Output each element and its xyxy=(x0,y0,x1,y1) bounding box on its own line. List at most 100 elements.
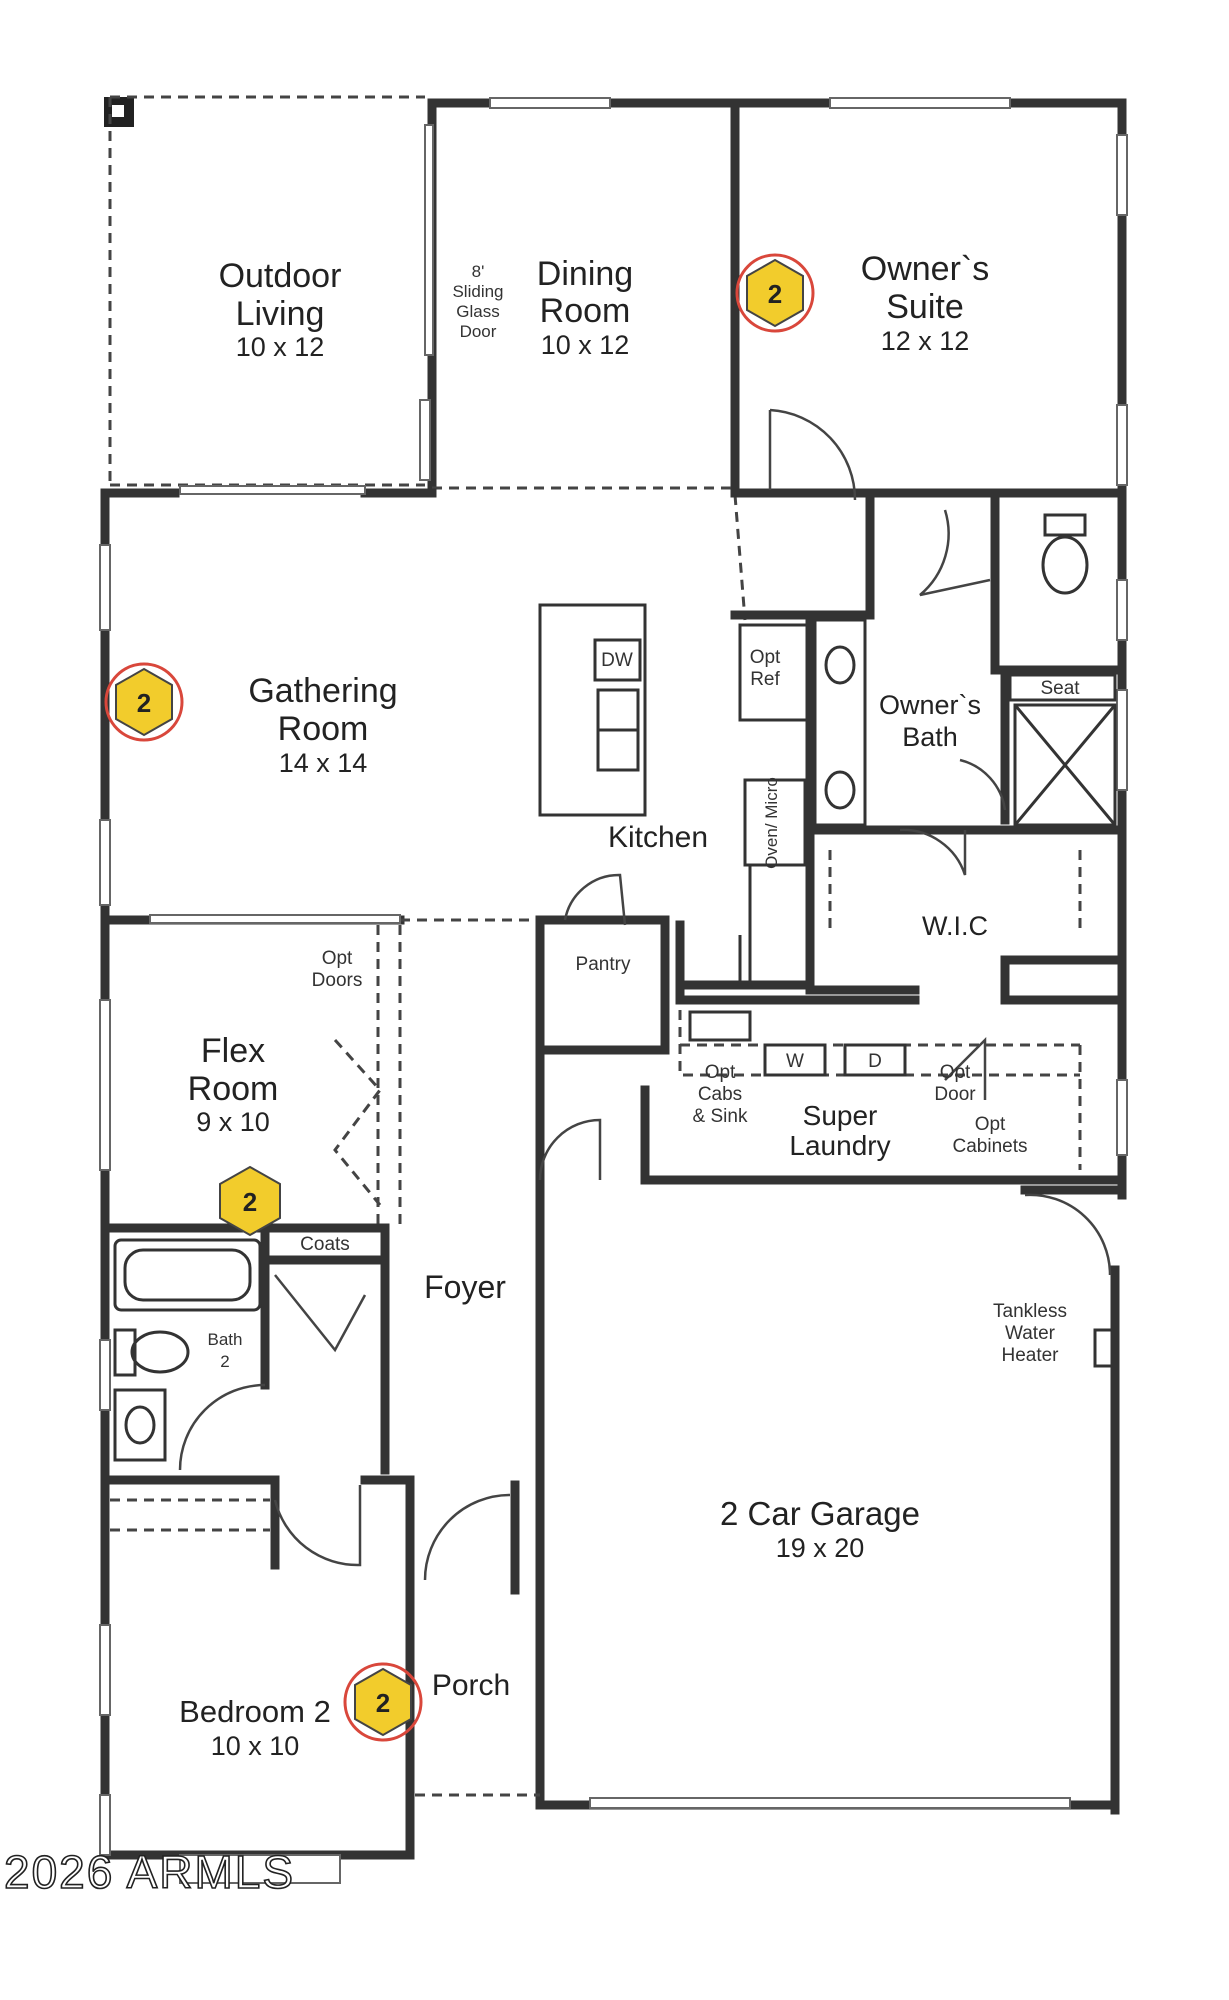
coat-closet-door xyxy=(274,1274,367,1353)
garage-door xyxy=(589,1797,1071,1809)
opt-cabs-sink-label-2: Cabs xyxy=(698,1084,742,1105)
dining-room-label-1: Dining xyxy=(537,255,633,293)
badge-number: 2 xyxy=(137,688,151,718)
gathering-room-dims: 14 x 14 xyxy=(279,748,368,778)
badge-bedroom-2: 2 xyxy=(343,1662,423,1742)
bath2-top-wall xyxy=(100,1223,390,1475)
flex-room-dims: 9 x 10 xyxy=(196,1107,270,1137)
window xyxy=(829,97,1011,109)
door-swing xyxy=(1024,1193,1112,1276)
pantry-closet-wall xyxy=(535,915,670,1055)
toilet-wall xyxy=(990,488,1127,675)
outdoor-living-label-2: Living xyxy=(236,295,325,333)
sink-icon xyxy=(824,770,856,810)
tankless-label-1: Tankless xyxy=(993,1301,1067,1322)
bay-window xyxy=(179,1854,341,1884)
badge-gathering-room: 2 xyxy=(104,662,184,742)
badges: 2 2 2 2 xyxy=(104,253,815,1742)
door-swing xyxy=(538,1118,602,1181)
flex-right-dash xyxy=(376,925,402,1225)
badge-flex-room: 2 xyxy=(219,1165,281,1237)
badge-number: 2 xyxy=(243,1187,257,1217)
sliding-door-label-2: Sliding xyxy=(452,282,503,301)
washer xyxy=(763,1043,827,1077)
flex-room-label-1: Flex xyxy=(201,1032,265,1070)
dryer-label: D xyxy=(868,1051,882,1072)
dining-room-dims: 10 x 12 xyxy=(541,330,630,360)
window xyxy=(489,97,611,109)
door-swing xyxy=(178,1383,266,1471)
watermark: 2026 ARMLS xyxy=(4,1846,295,1898)
kitchen-label: Kitchen xyxy=(608,821,708,854)
window xyxy=(1116,404,1128,486)
opt-bifold-doors xyxy=(333,1038,382,1206)
garage-dims: 19 x 20 xyxy=(776,1533,865,1563)
outdoor-living-dims: 10 x 12 xyxy=(236,332,325,362)
kitchen-island xyxy=(538,603,647,817)
door-swing xyxy=(959,758,1007,811)
opt-cabs-sink-label-3: & Sink xyxy=(693,1106,748,1127)
wic-shelves xyxy=(828,850,1082,935)
door-swing xyxy=(563,873,627,926)
dining-room-label-2: Room xyxy=(540,292,631,330)
sliding-door-label-3: Glass xyxy=(456,302,499,321)
toilet-icon xyxy=(1043,513,1087,537)
window xyxy=(99,1624,111,1716)
dw-label: DW xyxy=(601,650,633,671)
owners-suite-dims: 12 x 12 xyxy=(881,326,970,356)
window xyxy=(99,819,111,906)
laundry-top-wall xyxy=(675,985,920,1005)
bath2-label-2: 2 xyxy=(220,1352,229,1371)
door-swing xyxy=(273,1485,362,1567)
bath-vanity xyxy=(113,1388,167,1462)
seat-label: Seat xyxy=(1040,678,1080,699)
window xyxy=(179,485,366,495)
sink-icon xyxy=(824,645,856,685)
porch-label: Porch xyxy=(432,1669,510,1702)
window xyxy=(1116,579,1128,641)
garage-label: 2 Car Garage xyxy=(720,1495,920,1532)
bath-left-wall xyxy=(805,610,1127,835)
oven-micro xyxy=(743,778,807,867)
doors xyxy=(178,408,1112,1581)
bedroom2-dims: 10 x 10 xyxy=(211,1731,300,1761)
opt-cabinets-label-2: Cabinets xyxy=(953,1136,1028,1157)
laundry-top-right xyxy=(1000,955,1127,1005)
door-swing xyxy=(769,408,857,501)
closet-wall xyxy=(730,488,875,620)
tankless-label-3: Heater xyxy=(1001,1345,1059,1366)
window xyxy=(1116,134,1128,216)
washer-label: W xyxy=(786,1051,804,1072)
bathtub xyxy=(113,1238,262,1312)
top-wall xyxy=(427,98,1127,503)
window xyxy=(1116,1079,1128,1156)
door-swing xyxy=(944,1036,987,1100)
opt-doors-label-2: Doors xyxy=(312,970,363,991)
bedroom2-label: Bedroom 2 xyxy=(179,1694,331,1729)
kitchen-wic-wall xyxy=(675,825,815,990)
bath2-label-1: Bath xyxy=(208,1330,243,1349)
outdoor-living-label-1: Outdoor xyxy=(219,257,342,295)
fixtures xyxy=(110,513,1117,1592)
gathering-room-label-1: Gathering xyxy=(248,672,397,710)
badge-number: 2 xyxy=(768,279,782,309)
opt-refrigerator xyxy=(738,623,812,722)
sliding-glass-door xyxy=(424,124,434,356)
wic-label: W.I.C xyxy=(922,911,988,941)
opt-laundry-sink xyxy=(688,1010,752,1042)
window xyxy=(99,1794,111,1856)
opt-ref-label-1: Opt xyxy=(750,647,781,668)
opt-ref-label-2: Ref xyxy=(750,669,780,690)
coats-label: Coats xyxy=(300,1234,350,1255)
shower xyxy=(1013,703,1117,827)
garage-wall xyxy=(535,1175,1120,1810)
door-swing xyxy=(899,828,967,876)
window xyxy=(99,1339,111,1411)
wic-bottom-wall xyxy=(805,955,1127,995)
window xyxy=(419,399,431,481)
bath-vanity xyxy=(813,618,867,827)
super-laundry-label-2: Laundry xyxy=(789,1130,890,1161)
owners-bath-label-2: Bath xyxy=(902,722,958,752)
opt-door-label-2: Door xyxy=(934,1084,976,1105)
